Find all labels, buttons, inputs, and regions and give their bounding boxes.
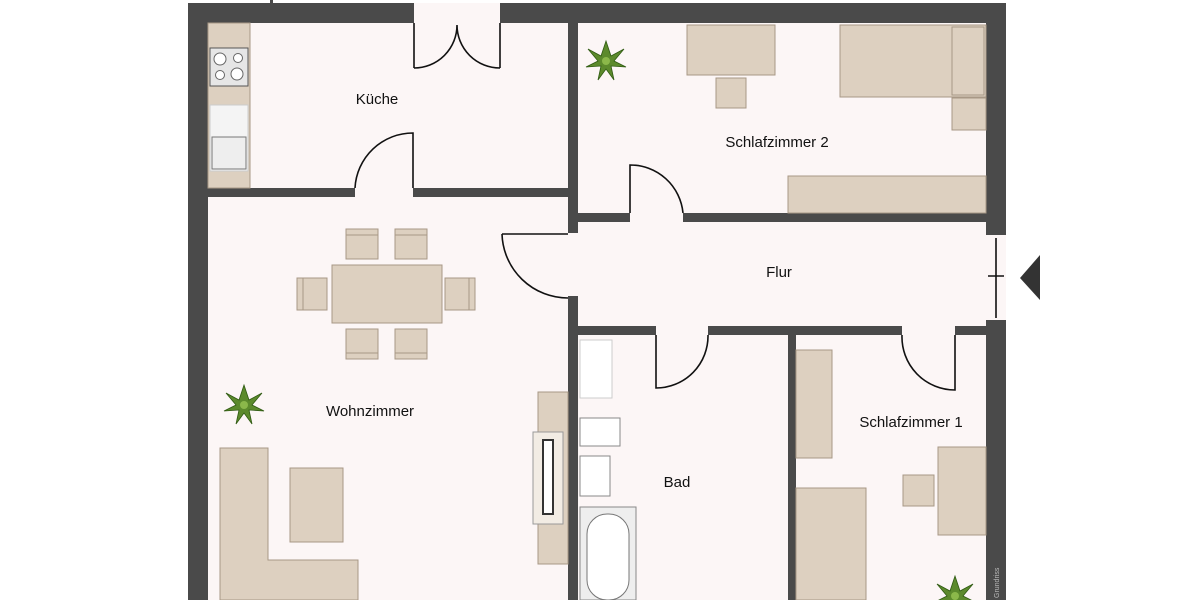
sofa [219,447,359,600]
room-label-bad: Bad [664,474,691,491]
toilet-icon [579,417,621,447]
desk [937,446,987,536]
desk [686,24,776,76]
tv [542,439,554,515]
wardrobe [787,175,987,214]
chair [715,77,747,109]
kitchen-counter [207,22,251,189]
sink-icon [211,136,247,170]
room-label-schlafzimmer-1: Schlafzimmer 1 [859,414,962,431]
nightstand [951,97,987,131]
washbasin [579,455,611,497]
dining-table [331,264,443,324]
room-label-schlafzimmer-2: Schlafzimmer 2 [725,134,828,151]
stove-icon [209,47,249,87]
room-label-kueche: Küche [356,91,399,108]
room-label-flur: Flur [766,264,792,281]
wardrobe [795,349,833,459]
bed [795,487,867,600]
watermark: Grundriss [994,567,1001,598]
walls [188,3,1006,600]
room-label-wohnzimmer: Wohnzimmer [326,403,414,420]
coffee-table [289,467,344,543]
entrance-arrow-icon [1020,255,1040,300]
chair [902,474,935,507]
doors [354,23,1004,391]
